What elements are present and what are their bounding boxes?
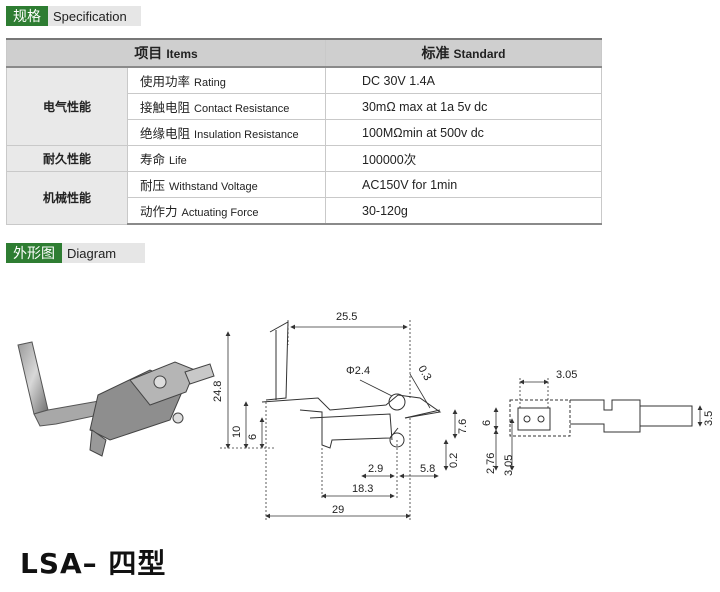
category-electrical: 电气性能	[6, 66, 128, 146]
value-cell: 100000次	[325, 145, 602, 172]
switch-diagram: 25.5 24.8 10 6 Φ2.4 0.3 7.6 2.9 5.8 0.2 …	[17, 311, 715, 520]
dim-6: 6	[247, 434, 259, 440]
item-zh: 动作力	[140, 204, 178, 219]
standard-header-en: Standard	[453, 47, 506, 61]
items-header-zh: 项目	[134, 46, 163, 62]
item-zh: 寿命	[140, 152, 166, 167]
item-en: Rating	[194, 77, 226, 89]
value-cell: 30mΩ max at 1a 5v dc	[325, 93, 602, 120]
spec-header-en: Specification	[48, 6, 141, 26]
dim-24-8: 24.8	[212, 381, 224, 402]
value-cell: 100MΩmin at 500v dc	[325, 119, 602, 146]
dim-0-2: 0.2	[448, 453, 460, 468]
dim-phi-2-4: Φ2.4	[346, 365, 370, 377]
value-cell: AC150V for 1min	[325, 171, 602, 198]
item-en: Insulation Resistance	[194, 129, 299, 141]
category-mechanical: 机械性能	[6, 171, 128, 225]
model-title: LSA– 四型	[20, 547, 167, 580]
value-cell: 30-120g	[325, 197, 602, 225]
switch-photo	[17, 341, 215, 457]
item-zh: 耐压	[140, 178, 166, 193]
dim-0-3: 0.3	[415, 364, 433, 383]
item-en: Contact Resistance	[194, 103, 290, 115]
category-durability: 耐久性能	[6, 145, 128, 172]
dim-29: 29	[332, 504, 344, 516]
item-zh: 接触电阻	[140, 100, 191, 115]
item-en: Withstand Voltage	[169, 181, 258, 193]
standard-header-zh: 标准	[421, 46, 450, 62]
dim-3-05-bottom: 3.05	[503, 455, 515, 476]
dim-25-5: 25.5	[336, 311, 357, 323]
side-view	[261, 321, 442, 449]
diagram-section-header: 外形图 Diagram	[6, 243, 145, 263]
item-en: Actuating Force	[181, 207, 259, 219]
dim-2-9: 2.9	[368, 463, 383, 475]
dim-6-end: 6	[481, 420, 493, 426]
end-view	[509, 399, 693, 437]
dim-3-05-top: 3.05	[556, 369, 577, 381]
item-zh: 绝缘电阻	[140, 126, 191, 141]
spec-header-zh: 规格	[6, 6, 48, 26]
diagram-header-en: Diagram	[62, 243, 145, 263]
spec-section-header: 规格 Specification	[6, 6, 141, 26]
item-zh: 使用功率	[140, 74, 191, 89]
dim-7-6: 7.6	[457, 419, 469, 434]
dim-2-76: 2.76	[485, 453, 497, 474]
dim-3-5: 3.5	[703, 411, 715, 426]
dim-18-3: 18.3	[352, 483, 373, 495]
dim-5-8: 5.8	[420, 463, 435, 475]
end-view-dimensions	[493, 378, 703, 471]
dim-10: 10	[231, 426, 243, 438]
items-header-en: Items	[166, 47, 198, 61]
value-cell: DC 30V 1.4A	[325, 66, 602, 94]
dimension-lines	[220, 320, 458, 520]
item-en: Life	[169, 155, 187, 167]
diagram-header-zh: 外形图	[6, 243, 62, 263]
